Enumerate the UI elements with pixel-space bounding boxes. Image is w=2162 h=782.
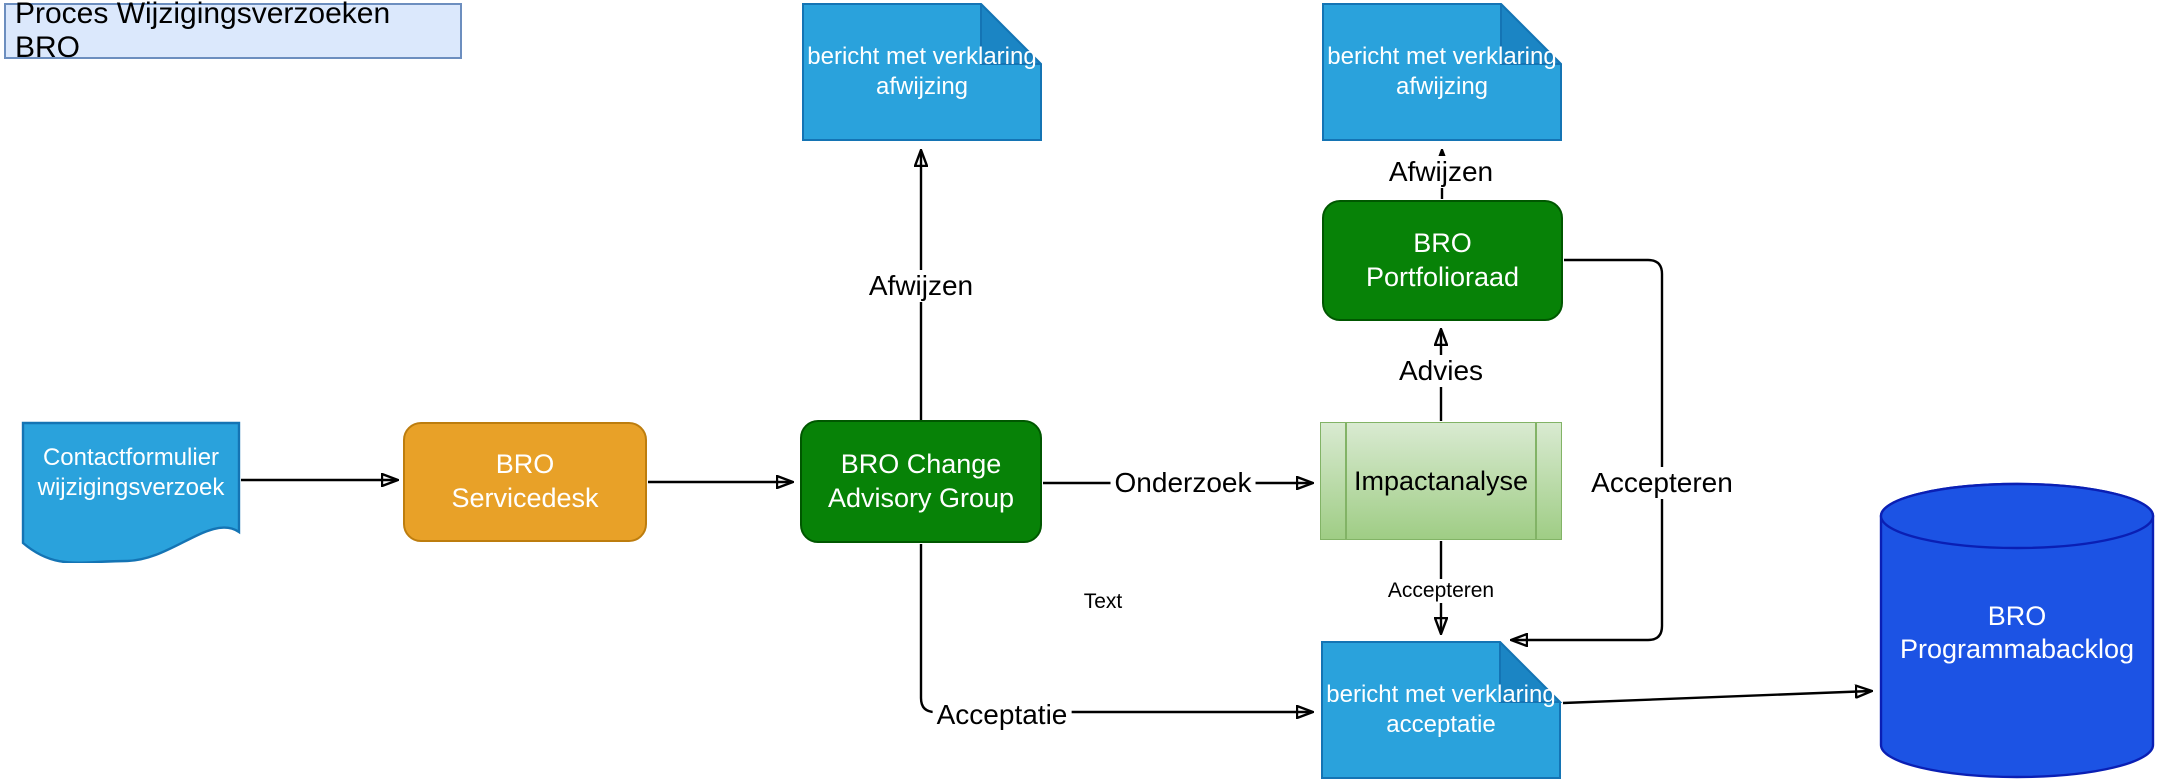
edge-label-accepteren-small: Accepteren [1383, 579, 1499, 603]
node-bro-programmabacklog[interactable]: BRO Programmabacklog [1879, 482, 2155, 779]
edge-label-advies: Advies [1394, 355, 1488, 387]
node-bericht-afwijzing-portfolioraad[interactable]: bericht met verklaring afwijzing [1322, 3, 1562, 141]
database-cylinder-shape [1879, 482, 2155, 779]
note-shape [1321, 641, 1562, 779]
node-contactformulier[interactable]: Contactformulier wijzigingsverzoek [21, 421, 241, 563]
edge-portfolioraad-accepteren-elbow [1512, 258, 1664, 640]
node-label: BRO Programmabacklog [1899, 600, 2135, 665]
diagram-title: Proces Wijzigingsverzoeken BRO [4, 0, 462, 64]
edge-label-afwijzen-left: Afwijzen [864, 270, 978, 302]
edge-label-afwijzen-right: Afwijzen [1384, 156, 1498, 188]
node-bericht-acceptatie[interactable]: bericht met verklaring acceptatie [1320, 641, 1562, 779]
node-label: Contactformulier wijzigingsverzoek [37, 444, 225, 501]
edge-cag-acceptatie-elbow [919, 544, 1312, 712]
node-bro-servicedesk[interactable]: BRO Servicedesk [403, 422, 647, 542]
node-bro-change-advisory-group[interactable]: BRO Change Advisory Group [800, 420, 1042, 543]
node-bro-portfolioraad[interactable]: BRO Portfolioraad [1322, 200, 1563, 321]
node-label: BRO Portfolioraad [1365, 227, 1520, 292]
subprocess-bar-right [1535, 423, 1537, 539]
note-shape [1322, 3, 1562, 141]
node-label: bericht met verklaring afwijzing [1327, 43, 1557, 100]
edge-label-onderzoek: Onderzoek [1110, 467, 1256, 499]
subprocess-bar-left [1345, 423, 1347, 539]
document-shape [21, 421, 241, 563]
node-label: BRO Servicedesk [451, 449, 599, 513]
node-label: Impactanalyse [1353, 465, 1529, 496]
node-label: bericht met verklaring afwijzing [807, 43, 1037, 100]
node-label: BRO Change Advisory Group [827, 448, 1015, 513]
note-shape [802, 3, 1042, 141]
edge-acceptatie-doc-to-backlog [1562, 691, 1871, 705]
node-bericht-afwijzing-cag[interactable]: bericht met verklaring afwijzing [802, 3, 1042, 141]
edge-label-text-placeholder: Text [1079, 590, 1127, 614]
edge-label-acceptatie: Acceptatie [932, 699, 1072, 731]
node-impactanalyse[interactable]: Impactanalyse [1320, 422, 1562, 540]
edge-label-accepteren-large: Accepteren [1587, 467, 1737, 499]
node-label: bericht met verklaring acceptatie [1326, 681, 1556, 738]
